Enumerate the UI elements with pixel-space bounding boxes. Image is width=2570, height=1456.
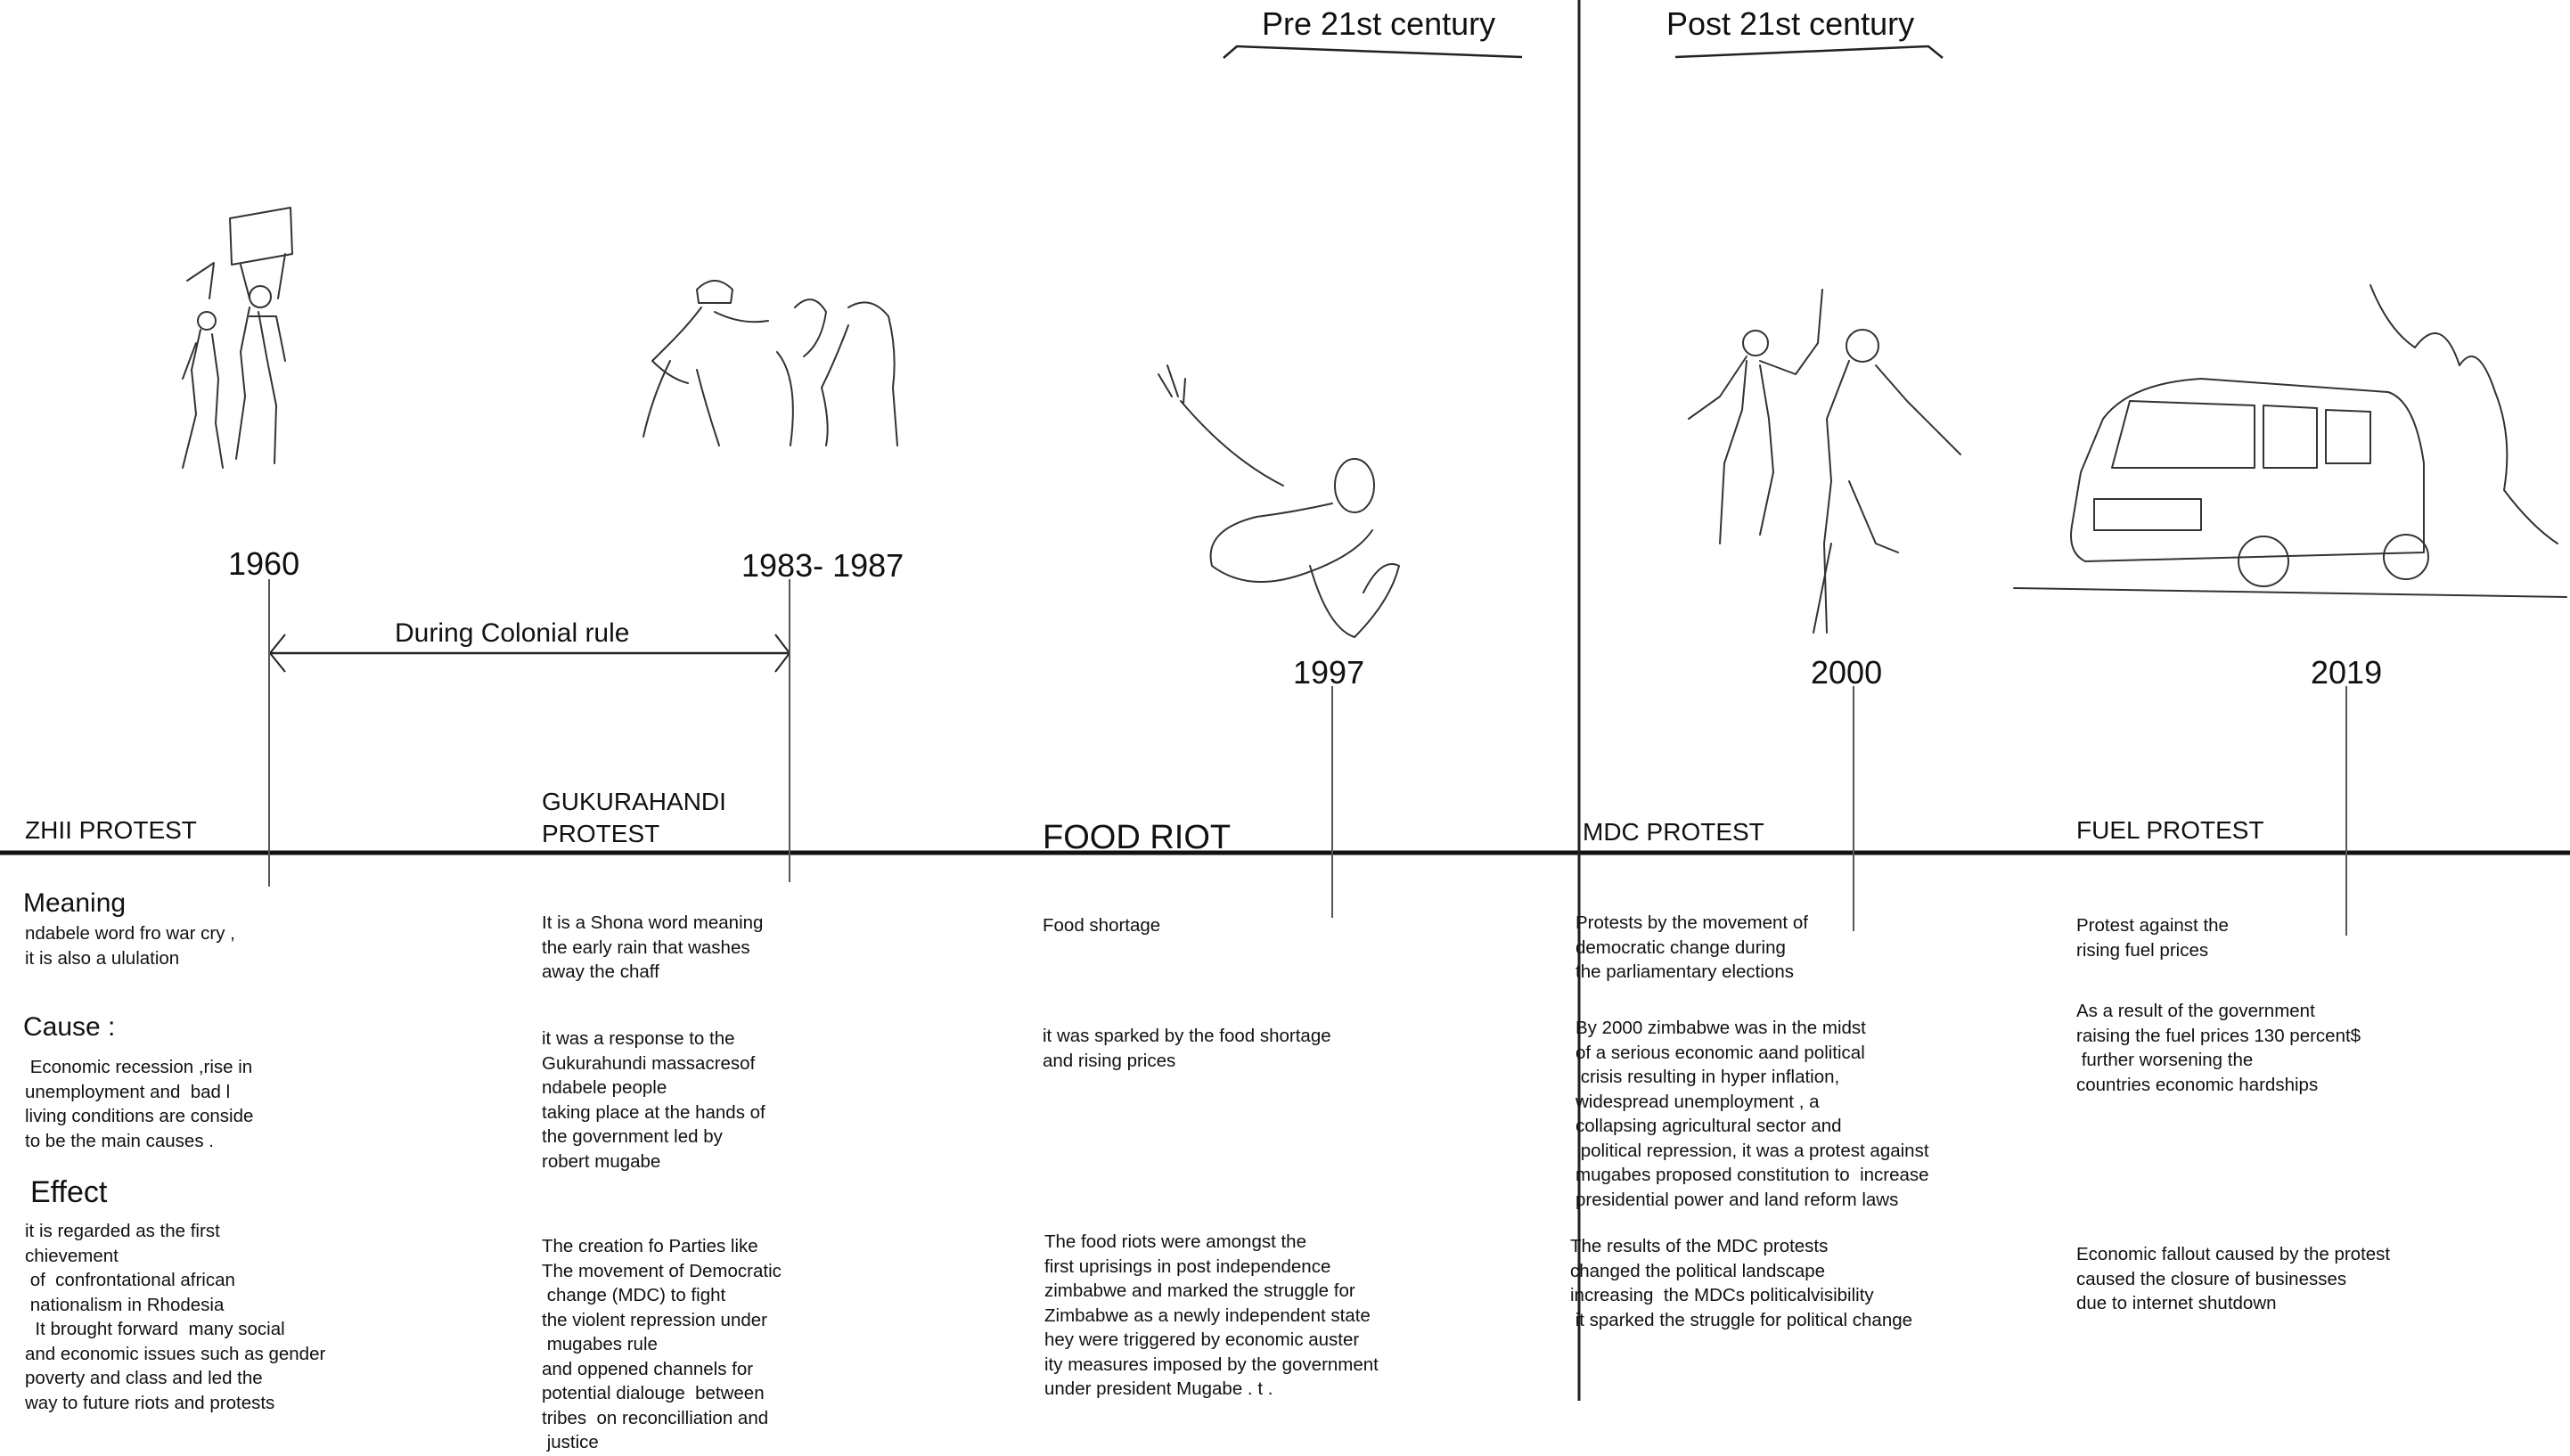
year-label-1997: 1997 (1293, 654, 1365, 691)
fist-raised-protesters-sketch-icon (1671, 276, 1969, 642)
food-riot-meaning-text: Food shortage (1043, 915, 1161, 936)
fuel-effect-text: Economic fallout caused by the protest c… (2076, 1244, 2391, 1313)
protest-title-gukurahandi: GUKURAHANDI PROTEST (542, 788, 726, 847)
fuel-cause-text: As a result of the government raising th… (2076, 1001, 2361, 1095)
zhii-effect-text: it is regarded as the first chievement o… (25, 1221, 326, 1413)
mdc-cause-text: By 2000 zimbabwe was in the midst of a s… (1576, 1018, 1929, 1210)
effect-heading: Effect (30, 1175, 108, 1209)
year-label-1983-1987: 1983- 1987 (741, 547, 904, 584)
fuel-meaning-text: Protest against the rising fuel prices (2076, 915, 2229, 961)
gukurahandi-effect-text: The creation fo Parties like The movemen… (542, 1236, 782, 1452)
food-riot-cause-text: it was sparked by the food shortage and … (1043, 1026, 1331, 1071)
mdc-effect-text: The results of the MDC protests changed … (1570, 1236, 1913, 1330)
burning-minibus-sketch-icon (1996, 258, 2570, 615)
protest-title-mdc: MDC PROTEST (1583, 818, 1764, 846)
food-riot-effect-text: The food riots were amongst the first up… (1044, 1231, 1379, 1399)
protest-marchers-sketch-icon (160, 200, 303, 477)
colonial-span-label: During Colonial rule (395, 618, 630, 648)
mdc-meaning-text: Protests by the movement of democratic c… (1576, 912, 1808, 982)
zhii-cause-text: Economic recession ,rise in unemployment… (25, 1057, 254, 1151)
meaning-heading: Meaning (23, 888, 127, 918)
leaping-rioter-sketch-icon (1150, 361, 1408, 646)
post-era-bracket (1674, 45, 1944, 59)
year-label-2000: 2000 (1811, 654, 1883, 691)
protest-title-zhii: ZHII PROTEST (25, 816, 197, 844)
pre-era-bracket (1223, 45, 1523, 59)
year-label-1960: 1960 (228, 545, 300, 582)
soldier-clash-sketch-icon (634, 272, 906, 450)
era-label-post: Post 21st century (1666, 5, 1915, 42)
protest-title-food-riot: FOOD RIOT (1043, 819, 1232, 856)
zhii-meaning-text: ndabele word fro war cry , it is also a … (25, 923, 235, 969)
gukurahandi-meaning-text: It is a Shona word meaning the early rai… (542, 912, 764, 982)
gukurahandi-cause-text: it was a response to the Gukurahundi mas… (542, 1028, 765, 1172)
protest-title-fuel: FUEL PROTEST (2076, 816, 2264, 844)
year-label-2019: 2019 (2311, 654, 2383, 691)
cause-heading: Cause : (23, 1012, 116, 1042)
era-label-pre: Pre 21st century (1262, 5, 1496, 42)
